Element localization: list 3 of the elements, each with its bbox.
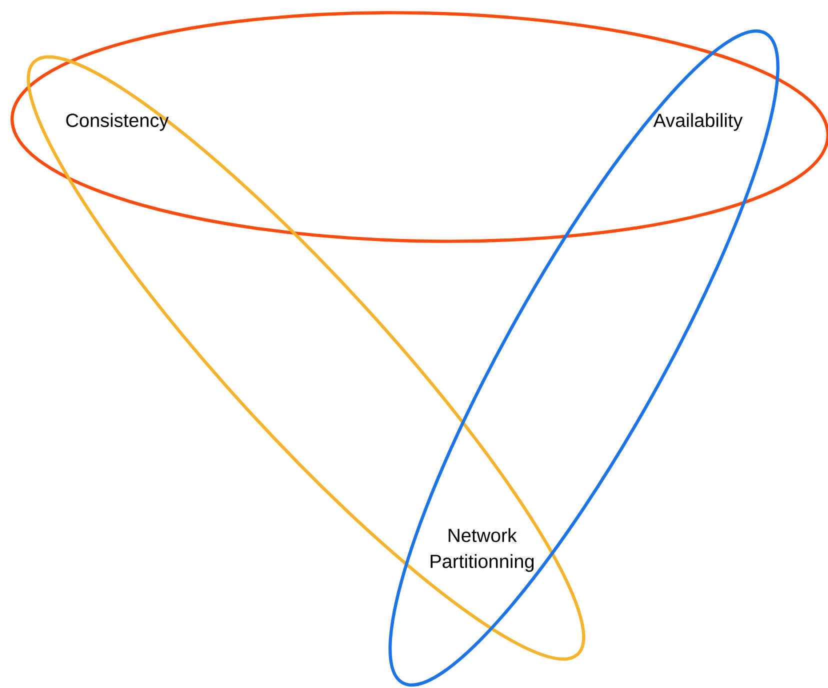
set-label: Network Partitionning <box>430 528 534 572</box>
set-label: Availability <box>653 113 743 131</box>
set-label: Consistency <box>66 113 169 131</box>
